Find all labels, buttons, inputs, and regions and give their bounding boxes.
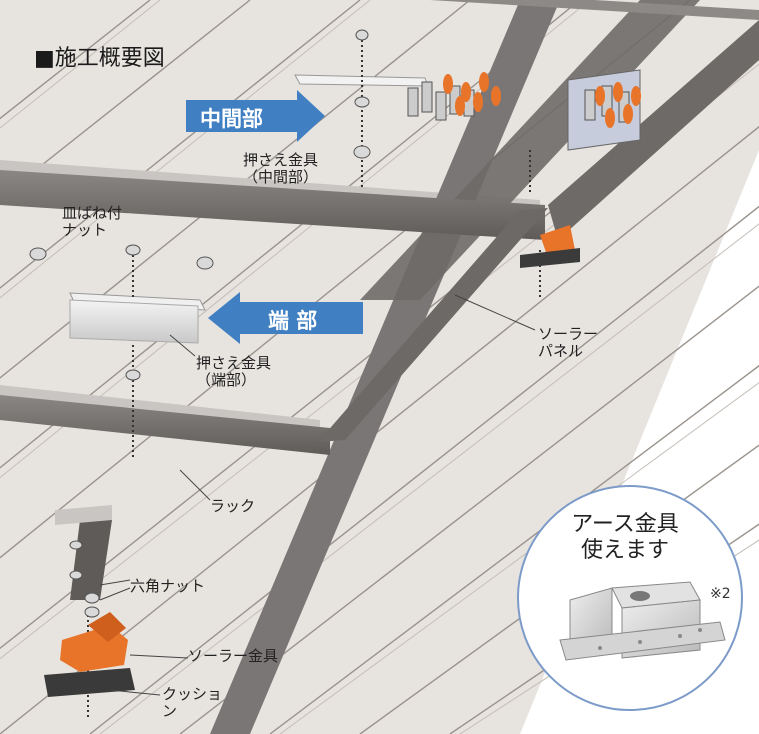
label-solar-panel: ソーラー パネル: [538, 325, 599, 361]
leader-lines: [99, 294, 536, 696]
callout-title-line2: 使えます: [580, 538, 669, 564]
callout-note: ※2: [710, 586, 731, 602]
diagram-title: ■施工概要図: [34, 46, 165, 71]
rack-bar-front: [70, 520, 112, 600]
label-solar-panel-line2: パネル: [538, 342, 584, 361]
callout-title-line1: アース金具: [571, 512, 679, 537]
label-cushion: クッショ ン: [162, 685, 223, 721]
nuts: [29, 29, 548, 618]
label-solar-bracket: ソーラー金具: [188, 647, 279, 665]
panel-frame-horizontal-lower: [0, 395, 330, 455]
panel-frame-diagonal-front: [318, 208, 548, 442]
panel-frame-top-long: [430, 0, 759, 20]
panel-frame-horizontal-upper: [0, 170, 545, 240]
arrow-label-end: 端 部: [268, 309, 318, 333]
label-clamp-end-line1: 押さえ金具: [196, 354, 272, 372]
label-cushion-line2: ン: [162, 702, 178, 721]
label-dish-spring-nut-line1: 皿ばね付: [62, 204, 123, 222]
label-clamp-middle-line2: （中間部）: [243, 168, 319, 187]
label-clamp-middle-line1: 押さえ金具: [243, 151, 319, 169]
upper-bracket-cluster: [567, 69, 641, 151]
end-clamp-illustration: [69, 292, 206, 344]
label-clamp-end-line2: （端部）: [196, 371, 257, 390]
label-clamp-end: 押さえ金具 （端部）: [196, 354, 272, 390]
label-hex-nut: 六角ナット: [130, 577, 206, 595]
panel-frame-diagonal-right: [548, 20, 759, 240]
label-solar-panel-line1: ソーラー: [538, 325, 599, 343]
label-clamp-middle: 押さえ金具 （中間部）: [243, 151, 319, 187]
callout-title: アース金具 使えます: [560, 512, 690, 565]
label-cushion-line1: クッショ: [162, 685, 223, 703]
label-dish-spring-nut-line2: ナット: [62, 221, 108, 240]
label-rack: ラック: [210, 497, 256, 515]
earth-bracket-callout: [517, 485, 743, 711]
solar-bracket-middle: [520, 225, 580, 268]
label-dish-spring-nut: 皿ばね付 ナット: [62, 204, 123, 240]
arrow-middle-shape: [186, 90, 325, 142]
arrow-label-middle: 中間部: [200, 107, 263, 131]
arrow-end-shape: [208, 292, 363, 344]
